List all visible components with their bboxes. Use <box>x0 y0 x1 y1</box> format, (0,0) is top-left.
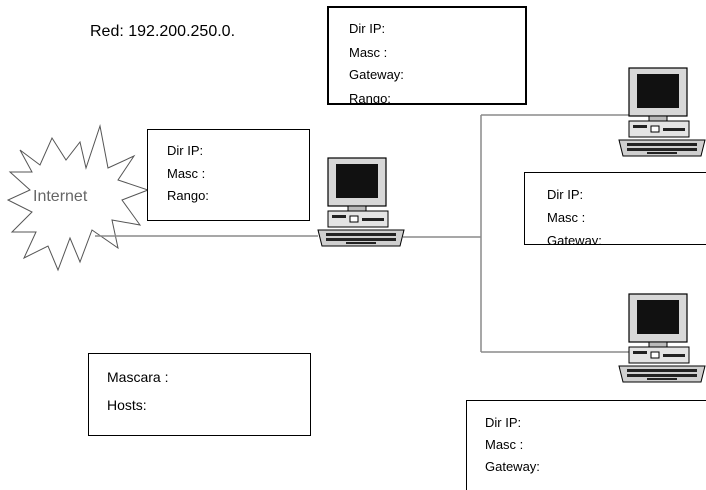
computer-icon <box>617 292 706 388</box>
mask-label: Mascara : <box>107 370 168 384</box>
hosts-label: Hosts: <box>107 398 147 412</box>
mask-label: Masc : <box>349 46 387 59</box>
gateway-label: Gateway: <box>485 460 540 473</box>
mask-label: Masc : <box>547 211 585 224</box>
mask-label: Masc : <box>485 438 523 451</box>
computer-icon <box>316 156 406 252</box>
computer-icon <box>617 66 706 162</box>
gateway-label: Gateway: <box>547 234 602 245</box>
range-label: Rango: <box>349 92 391 105</box>
info-box-top-host: Dir IP: Masc : Gateway: Rango: <box>327 6 527 105</box>
gateway-label: Gateway: <box>349 68 404 81</box>
info-box-router: Dir IP: Masc : Rango: <box>147 129 310 221</box>
dir-ip-label: Dir IP: <box>167 144 203 157</box>
dir-ip-label: Dir IP: <box>547 188 583 201</box>
mask-label: Masc : <box>167 167 205 180</box>
info-box-bottom-host: Dir IP: Masc : Gateway: <box>466 400 706 490</box>
info-box-top-host-config: Dir IP: Masc : Gateway: <box>524 172 706 245</box>
dir-ip-label: Dir IP: <box>349 22 385 35</box>
cloud-label: Internet <box>33 188 87 206</box>
info-box-mask-hosts: Mascara : Hosts: <box>88 353 311 436</box>
dir-ip-label: Dir IP: <box>485 416 521 429</box>
range-label: Rango: <box>167 189 209 202</box>
network-label: Red: 192.200.250.0. <box>90 23 235 41</box>
